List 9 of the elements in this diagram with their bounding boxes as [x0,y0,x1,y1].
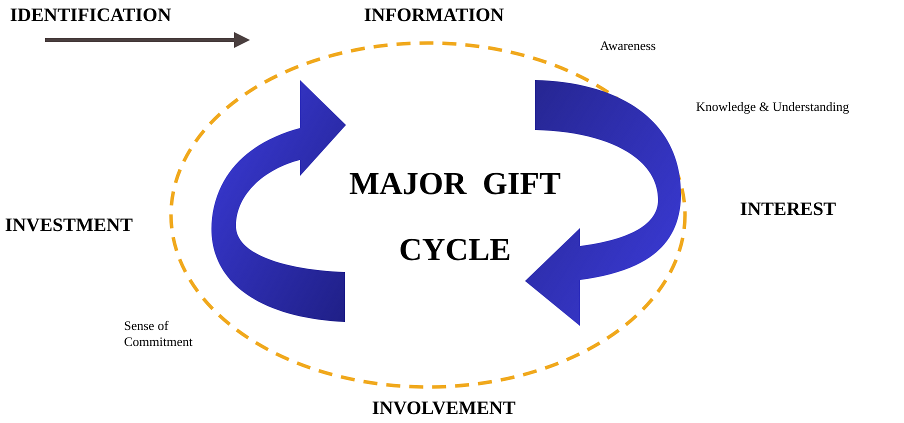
stage-label: INVESTMENT [5,214,133,238]
stage-label: INVOLVEMENT [372,397,516,421]
cycle-title: MAJOR GIFT CYCLE [348,164,562,269]
stage-label: INTEREST [740,198,836,222]
stage-label: IDENTIFICATION [10,4,172,28]
stage-note: Knowledge & Understanding [696,99,850,116]
stage-note: Sense of Commitment [124,318,194,350]
stage-label: INFORMATION [364,4,504,28]
stage-note: Awareness [600,38,656,54]
